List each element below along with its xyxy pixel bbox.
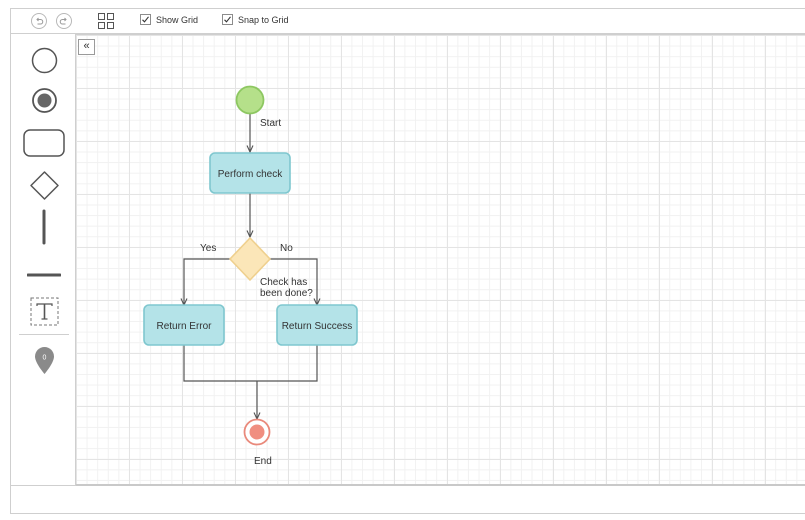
location-marker-badge: 0 xyxy=(43,355,47,362)
return-error-label: Return Error xyxy=(156,321,212,332)
horizontal-line-shape[interactable] xyxy=(26,265,62,283)
show-grid-toggle[interactable]: Show Grid xyxy=(140,14,198,25)
grid-layout-icon xyxy=(98,13,114,29)
horizontal-line-icon xyxy=(26,273,62,277)
end-label: End xyxy=(254,456,272,467)
palette-divider xyxy=(19,334,69,335)
perform-check-label: Perform check xyxy=(218,169,283,180)
toolbar: Show Grid Snap to Grid xyxy=(10,8,805,34)
checkmark-icon xyxy=(142,16,149,23)
show-grid-checkbox[interactable] xyxy=(140,14,151,25)
redo-icon xyxy=(59,17,67,25)
diagram-canvas[interactable]: « Start Perf xyxy=(76,34,805,486)
yes-label: Yes xyxy=(200,243,216,254)
layout-button[interactable] xyxy=(98,13,114,29)
location-marker[interactable]: 0 xyxy=(34,346,55,380)
text-shape[interactable] xyxy=(30,297,59,331)
shape-palette: 0 xyxy=(10,34,76,486)
return-error-node[interactable]: Return Error xyxy=(143,304,225,346)
activity-shape[interactable] xyxy=(23,129,66,163)
decision-node[interactable] xyxy=(229,237,271,281)
text-icon xyxy=(30,297,59,326)
edge-merge-to-end[interactable] xyxy=(183,345,318,419)
no-label: No xyxy=(280,243,293,254)
map-pin-icon: 0 xyxy=(35,347,54,374)
diamond-icon xyxy=(30,171,59,200)
vertical-line-icon xyxy=(42,209,46,245)
snap-to-grid-label: Snap to Grid xyxy=(238,14,289,25)
status-bar xyxy=(10,486,805,514)
edge-decision-yes[interactable] xyxy=(184,258,231,305)
circle-icon xyxy=(31,47,58,74)
start-event-shape[interactable] xyxy=(31,47,58,79)
end-event-shape[interactable] xyxy=(31,87,58,119)
start-label: Start xyxy=(260,118,281,129)
undo-icon xyxy=(36,17,44,25)
decision-label-line2: been done? xyxy=(260,288,313,299)
decision-label-line1: Check has xyxy=(260,277,307,288)
snap-to-grid-checkbox[interactable] xyxy=(222,14,233,25)
vertical-line-shape[interactable] xyxy=(41,209,47,250)
redo-button[interactable] xyxy=(56,13,72,29)
return-success-label: Return Success xyxy=(282,321,353,332)
filled-circle-icon xyxy=(32,88,57,113)
end-node[interactable]: End xyxy=(243,418,272,468)
rounded-rectangle-icon xyxy=(23,129,65,157)
checkmark-icon xyxy=(224,16,231,23)
decision-shape[interactable] xyxy=(29,170,60,206)
flow-diagram: Start Perform check Yes No Check has bee… xyxy=(143,85,358,468)
snap-to-grid-toggle[interactable]: Snap to Grid xyxy=(222,14,289,25)
start-circle xyxy=(235,85,265,115)
edge-decision-no[interactable] xyxy=(269,258,317,305)
show-grid-label: Show Grid xyxy=(156,14,199,25)
undo-button[interactable] xyxy=(31,13,47,29)
collapse-palette-button[interactable]: « xyxy=(78,39,95,55)
return-success-node[interactable]: Return Success xyxy=(276,304,358,346)
start-node[interactable]: Start xyxy=(235,85,282,130)
perform-check-node[interactable]: Perform check xyxy=(209,152,291,194)
